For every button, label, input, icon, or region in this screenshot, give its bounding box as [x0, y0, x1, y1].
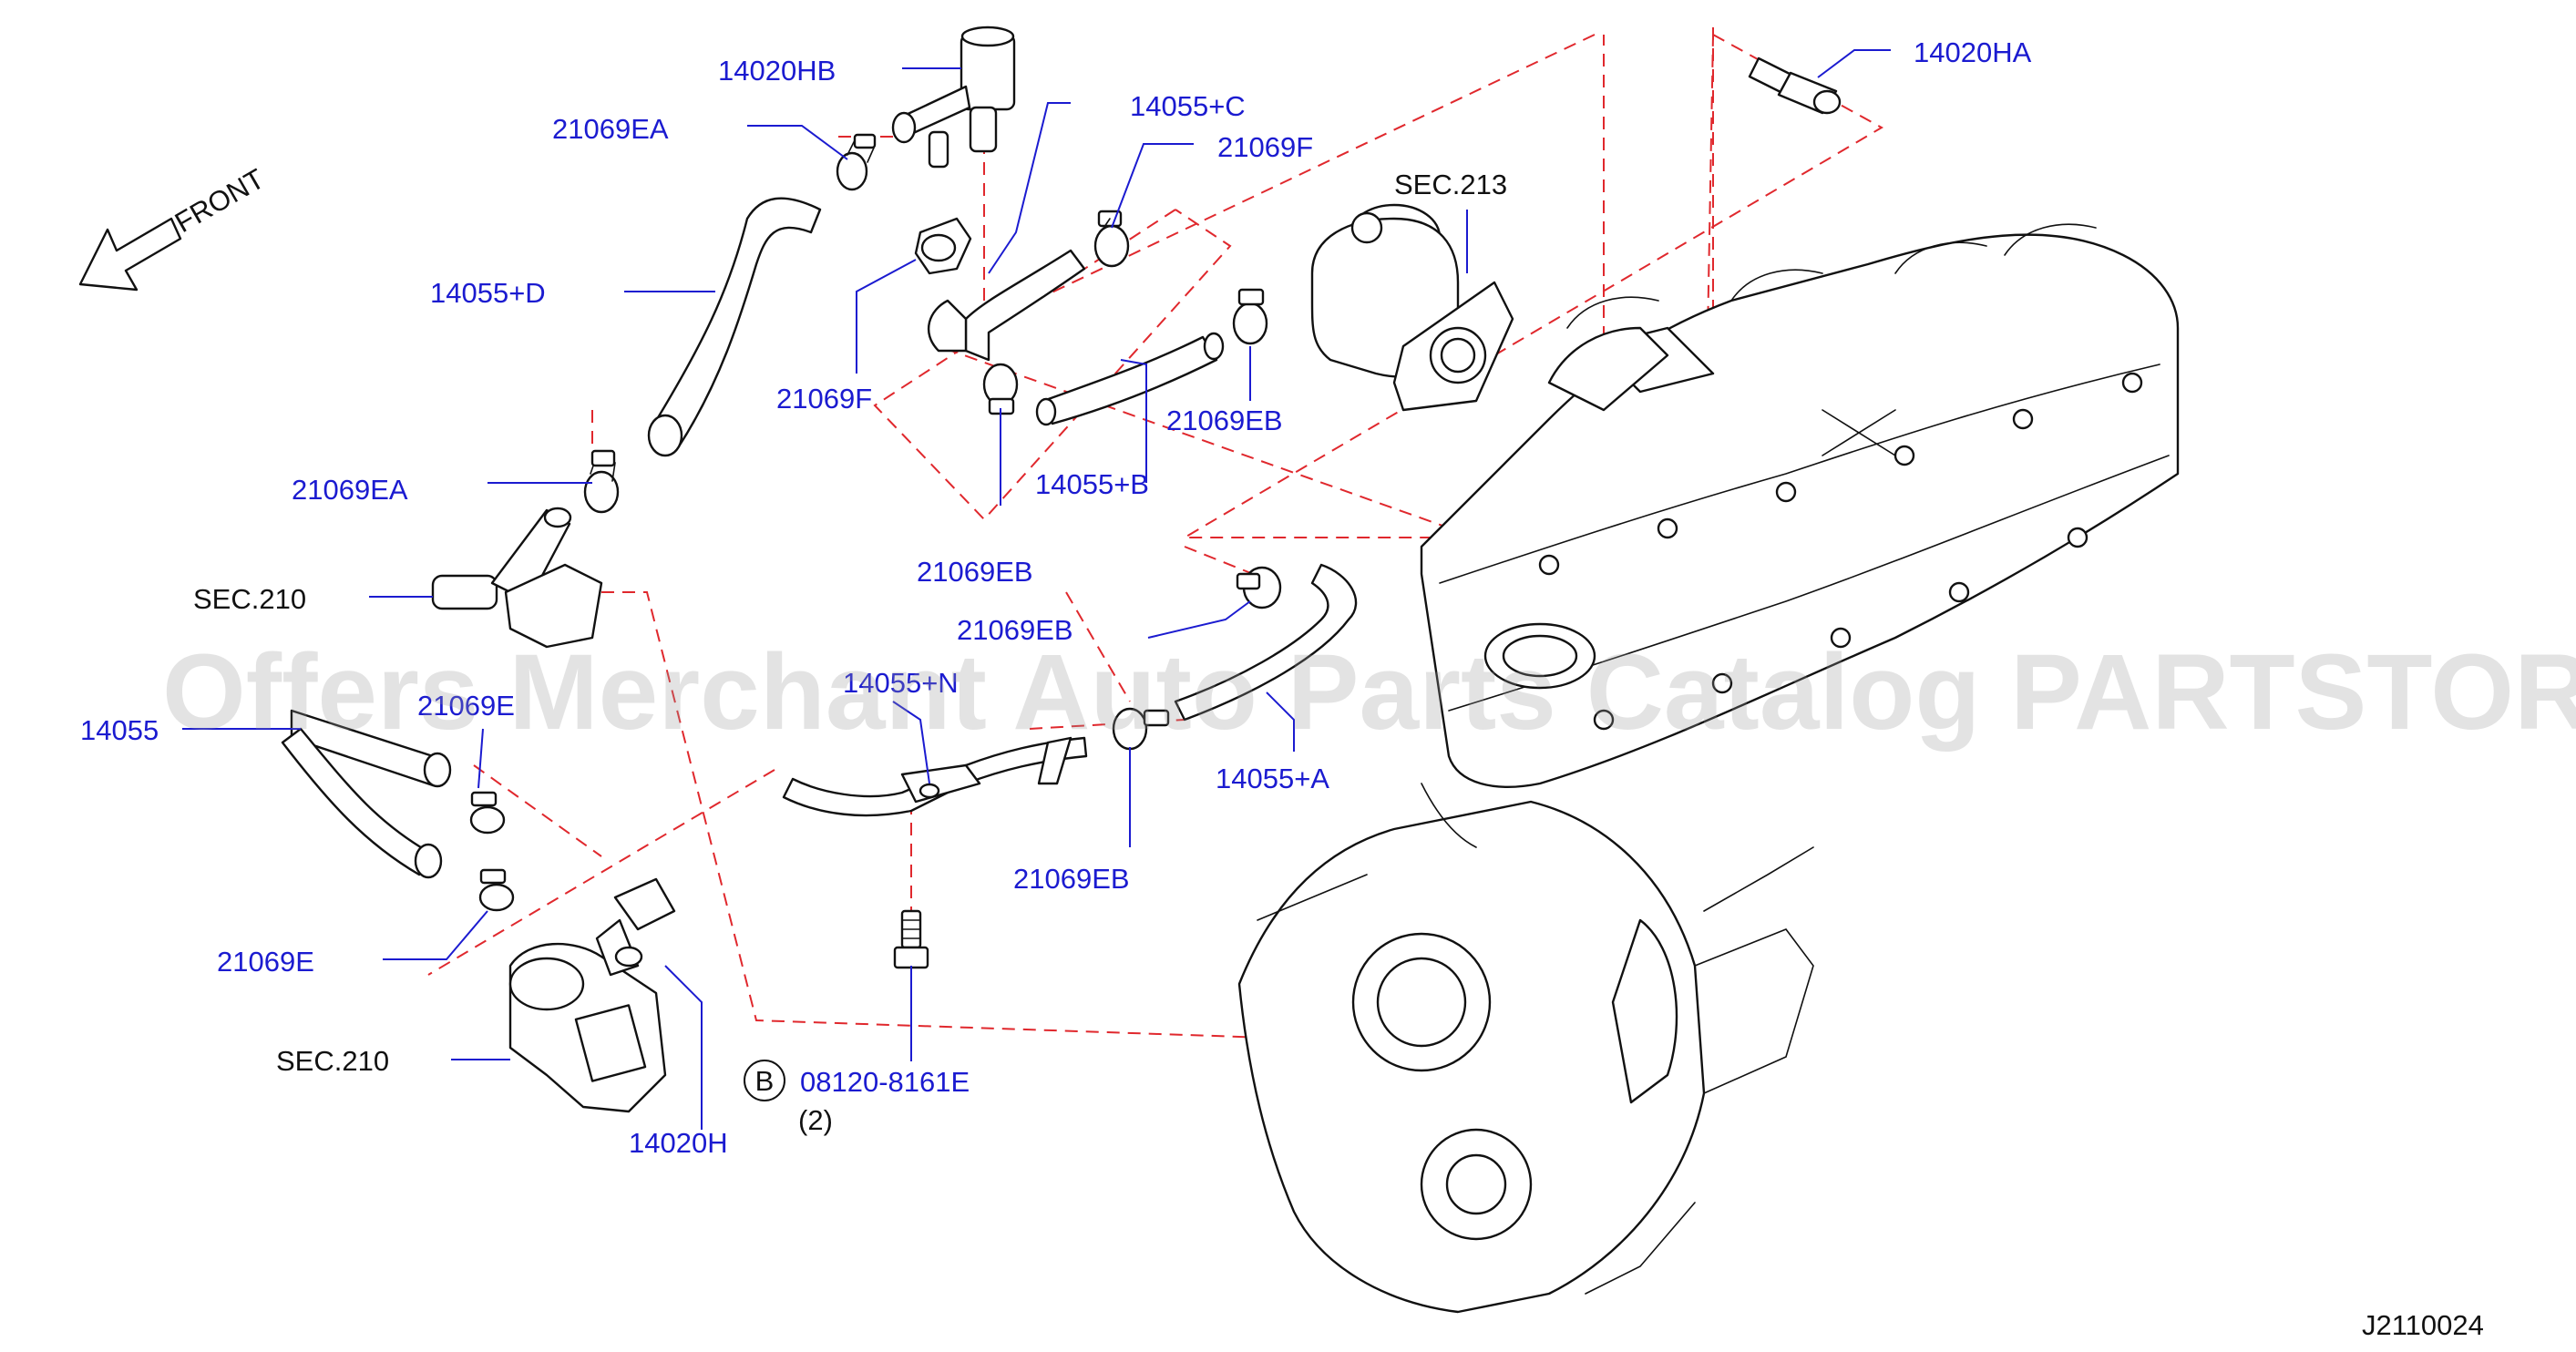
- label-front: FRONT: [169, 162, 270, 239]
- label-sec213: SEC.213: [1394, 169, 1507, 200]
- hose-14055b: [1035, 332, 1225, 426]
- label-sec210-bottom: SEC.210: [276, 1045, 389, 1077]
- label-21069f-top: 21069F: [1217, 131, 1313, 163]
- label-14055b: 14055+B: [1035, 468, 1149, 500]
- label-14055: 14055: [80, 714, 159, 746]
- label-14020h: 14020H: [629, 1127, 728, 1159]
- housing-sec210-lower: [508, 942, 667, 1113]
- label-sec210-top: SEC.210: [193, 583, 306, 615]
- label-21069eb-mid: 21069EB: [917, 556, 1033, 588]
- valve-14020hb: [891, 26, 1016, 169]
- hose-14055c: [928, 249, 1086, 362]
- valve-14020h: [595, 877, 676, 977]
- label-21069e-upper: 21069E: [417, 690, 515, 722]
- clamp-21069e-lower: [478, 868, 515, 912]
- fitting-sec210-upper: [431, 507, 603, 649]
- hose-14055d: [647, 197, 822, 457]
- clamp-21069f-lower: [914, 217, 972, 275]
- label-bolt-marker: B: [755, 1065, 775, 1097]
- label-21069eb-bottom: 21069EB: [1013, 863, 1130, 895]
- valve-14020ha: [1748, 56, 1842, 115]
- label-21069ea-top: 21069EA: [552, 113, 669, 145]
- watermark: Offers Merchant Auto Parts Catalog PARTS…: [162, 632, 2576, 753]
- pipe-14055n: [782, 736, 1088, 817]
- front-arrow-icon: [78, 217, 182, 292]
- label-21069e-lower: 21069E: [217, 946, 314, 978]
- throttle-body-sec213: [1310, 203, 1514, 412]
- label-bolt-qty: (2): [798, 1104, 833, 1136]
- label-14055d: 14055+D: [430, 277, 546, 309]
- hose-14055: [281, 709, 452, 879]
- label-21069eb-low: 21069EB: [957, 614, 1073, 646]
- diagram-code: J2110024: [2362, 1309, 2484, 1341]
- label-21069ea-mid: 21069EA: [292, 474, 408, 506]
- label-21069eb-right: 21069EB: [1166, 405, 1283, 436]
- clamp-21069e-upper: [469, 791, 506, 835]
- clamp-21069f-upper: [1093, 210, 1130, 268]
- leader-lines: [182, 49, 1891, 1130]
- clamp-21069ea-top: [836, 133, 877, 191]
- label-14020hb: 14020HB: [718, 55, 836, 87]
- label-14055c: 14055+C: [1130, 90, 1246, 122]
- clamp-21069eb-low: [1236, 566, 1282, 609]
- label-14020ha: 14020HA: [1914, 36, 2032, 68]
- bolt-08120-8161e: [893, 909, 929, 969]
- label-21069f-mid: 21069F: [776, 383, 872, 415]
- engine-assembly: [1237, 223, 2180, 1314]
- label-14055a: 14055+A: [1216, 763, 1329, 794]
- clamp-21069eb-bottom: [1112, 707, 1170, 751]
- hose-14055a: [1174, 563, 1358, 722]
- clamp-21069eb-mid: [982, 363, 1019, 415]
- clamp-21069eb-right: [1232, 288, 1268, 345]
- label-14055n: 14055+N: [843, 667, 959, 699]
- label-bolt-part: 08120-8161E: [800, 1066, 970, 1098]
- bolt-marker-circle: [744, 1060, 785, 1101]
- clamp-21069ea-mid: [583, 449, 620, 514]
- callout-labels: 14020HB 21069EA FRONT 14055+C 21069F 140…: [80, 36, 2484, 1341]
